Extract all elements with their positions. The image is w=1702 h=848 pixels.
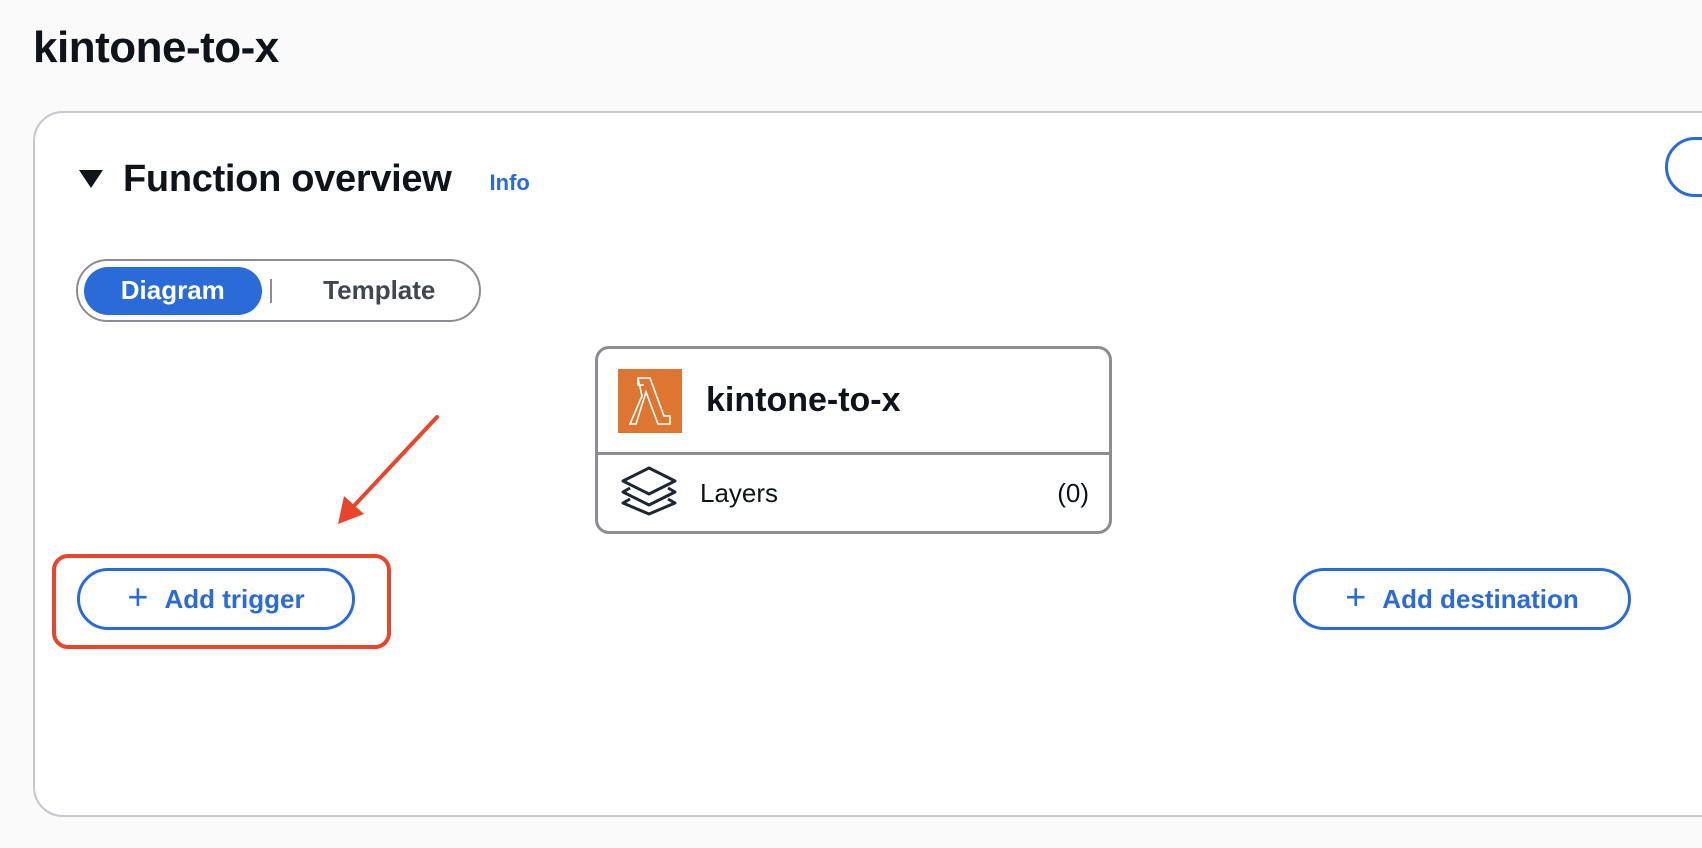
layers-count: (0) — [1057, 477, 1089, 508]
header-action-button[interactable] — [1665, 137, 1702, 197]
add-destination-button[interactable]: + Add destination — [1293, 568, 1631, 630]
lambda-icon — [618, 368, 682, 433]
tab-template[interactable]: Template — [286, 267, 473, 315]
toggle-divider — [269, 278, 272, 303]
add-trigger-label: Add trigger — [164, 583, 305, 614]
layers-row[interactable]: Layers (0) — [598, 455, 1109, 531]
panel-title: Function overview — [123, 157, 452, 200]
tab-diagram[interactable]: Diagram — [84, 266, 262, 315]
function-overview-panel: Function overview Info Diagram Template … — [33, 111, 1702, 817]
layers-icon — [620, 466, 678, 521]
plus-icon: + — [127, 576, 149, 617]
view-toggle: Diagram Template — [76, 259, 481, 322]
function-name: kintone-to-x — [706, 381, 901, 419]
function-card-header[interactable]: kintone-to-x — [598, 349, 1109, 455]
add-destination-label: Add destination — [1382, 583, 1579, 614]
layers-label: Layers — [700, 477, 779, 508]
collapse-caret-icon[interactable] — [79, 170, 103, 188]
function-card: kintone-to-x Layers (0) — [595, 346, 1112, 534]
page-title: kintone-to-x — [33, 23, 279, 72]
add-trigger-button[interactable]: + Add trigger — [77, 568, 355, 630]
panel-header: Function overview Info — [79, 151, 530, 207]
plus-icon: + — [1345, 576, 1367, 617]
info-link[interactable]: Info — [489, 170, 530, 195]
